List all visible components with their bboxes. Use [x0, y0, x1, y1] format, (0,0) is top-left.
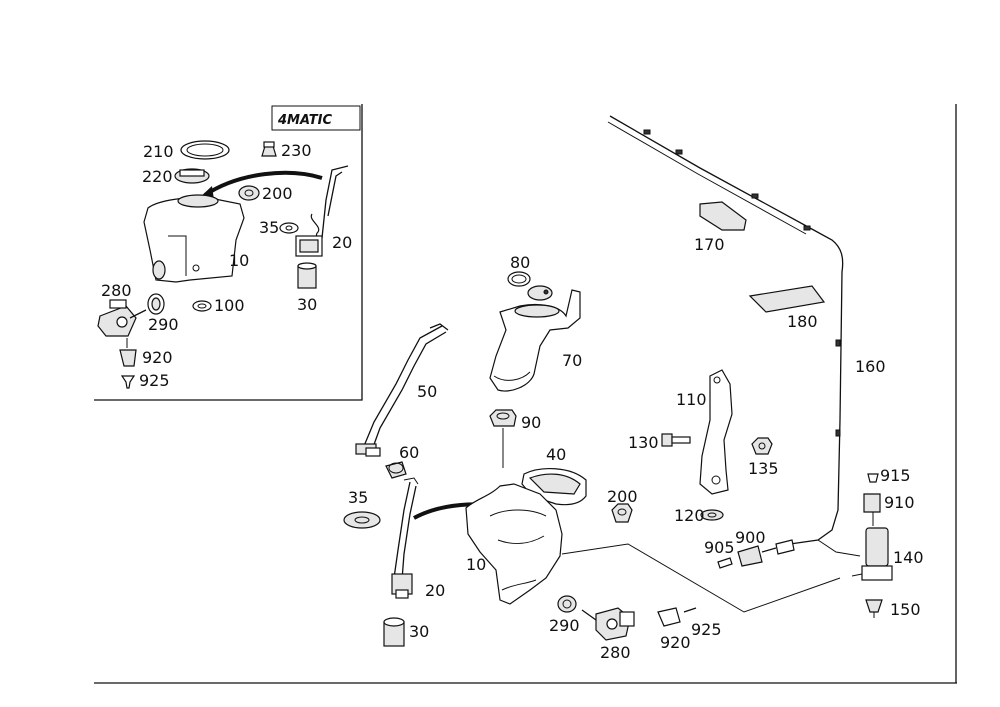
part-30-sleeve-main	[383, 617, 405, 647]
main-label-40: 40	[546, 445, 566, 464]
main-label-280: 280	[600, 643, 631, 662]
part-20-filler-neck	[295, 165, 349, 257]
part-70-filler-neck	[489, 289, 581, 392]
main-label-920: 920	[660, 633, 691, 652]
part-905-nozzle	[717, 557, 733, 569]
part-10-reservoir-inset	[143, 194, 245, 283]
main-label-925: 925	[691, 620, 722, 639]
part-80-seal	[507, 271, 531, 287]
part-140-pump	[851, 527, 893, 581]
part-210-seal	[180, 140, 230, 160]
inset-label-100: 100	[214, 296, 245, 315]
inset-label-10: 10	[229, 251, 249, 270]
part-290-grommet-inset	[147, 293, 165, 315]
part-925-pin-inset	[120, 375, 136, 389]
main-label-120: 120	[674, 506, 705, 525]
part-900-connector	[737, 539, 795, 567]
main-label-60: 60	[399, 443, 419, 462]
part-230-plug	[261, 141, 277, 157]
part-30-sleeve	[297, 262, 317, 289]
main-label-910: 910	[884, 493, 915, 512]
part-280-pump-main	[581, 607, 635, 641]
inset-label-220: 220	[142, 167, 173, 186]
main-label-915: 915	[880, 466, 911, 485]
main-label-110: 110	[676, 390, 707, 409]
part-35-washer-main	[343, 511, 381, 529]
part-200-nut-main	[611, 503, 633, 523]
part-280-pump-inset	[97, 299, 147, 337]
part-910-connector	[863, 493, 881, 513]
main-label-50: 50	[417, 382, 437, 401]
main-label-80: 80	[510, 253, 530, 272]
part-920-connector-main	[657, 607, 681, 627]
part-130-bolt	[661, 433, 691, 447]
main-label-200: 200	[607, 487, 638, 506]
part-10-reservoir-main	[465, 483, 563, 605]
main-label-170: 170	[694, 235, 725, 254]
main-label-35: 35	[348, 488, 368, 507]
inset-label-210: 210	[143, 142, 174, 161]
part-180-pad	[748, 285, 826, 313]
part-915-pin	[867, 473, 879, 483]
part-100-ring	[192, 300, 212, 312]
inset-label-20: 20	[332, 233, 352, 252]
main-label-150: 150	[890, 600, 921, 619]
leader-line-pump	[561, 543, 841, 613]
main-label-140: 140	[893, 548, 924, 567]
part-170-clip	[699, 201, 747, 231]
part-50-hose-bracket	[355, 323, 449, 457]
main-label-10: 10	[466, 555, 486, 574]
part-150-grommet	[865, 599, 883, 618]
badge-4matic: 4MATIC	[271, 105, 361, 131]
main-label-30: 30	[409, 622, 429, 641]
part-920-connector-inset	[119, 349, 137, 367]
main-label-70: 70	[562, 351, 582, 370]
part-290-grommet-main	[557, 595, 577, 613]
part-110-bracket	[699, 369, 733, 495]
inset-label-925: 925	[139, 371, 170, 390]
main-label-160: 160	[855, 357, 886, 376]
inset-label-290: 290	[148, 315, 179, 334]
part-925-pin-main	[683, 607, 697, 613]
part-80-cap	[527, 285, 553, 301]
main-label-900: 900	[735, 528, 766, 547]
main-label-20: 20	[425, 581, 445, 600]
inset-label-230: 230	[281, 141, 312, 160]
part-220-cap	[174, 168, 210, 184]
main-assembly	[343, 115, 893, 647]
badge-4matic-text: 4MATIC	[277, 113, 333, 128]
inset-label-920: 920	[142, 348, 173, 367]
part-20-filler-tube	[391, 477, 419, 599]
inset-label-30: 30	[297, 295, 317, 314]
part-200-nut	[238, 185, 260, 201]
main-label-180: 180	[787, 312, 818, 331]
main-label-135: 135	[748, 459, 779, 478]
part-90-nut	[489, 409, 517, 427]
assembly-arrow-inset	[203, 170, 323, 197]
inset-label-35: 35	[259, 218, 279, 237]
main-label-130: 130	[628, 433, 659, 452]
part-60-clip	[385, 461, 407, 479]
main-label-905: 905	[704, 538, 735, 557]
main-label-90: 90	[521, 413, 541, 432]
part-160-hose	[607, 115, 861, 557]
part-135-nut	[751, 437, 773, 455]
inset-labels: 210 230 220 200 35 20 10 280 290 100 30 920 925	[101, 141, 352, 390]
part-120-grommet	[700, 509, 724, 521]
inset-label-280: 280	[101, 281, 132, 300]
main-label-290: 290	[549, 616, 580, 635]
inset-4matic: 4MATIC	[94, 104, 363, 401]
inset-label-200: 200	[262, 184, 293, 203]
part-35-washer	[279, 222, 299, 234]
